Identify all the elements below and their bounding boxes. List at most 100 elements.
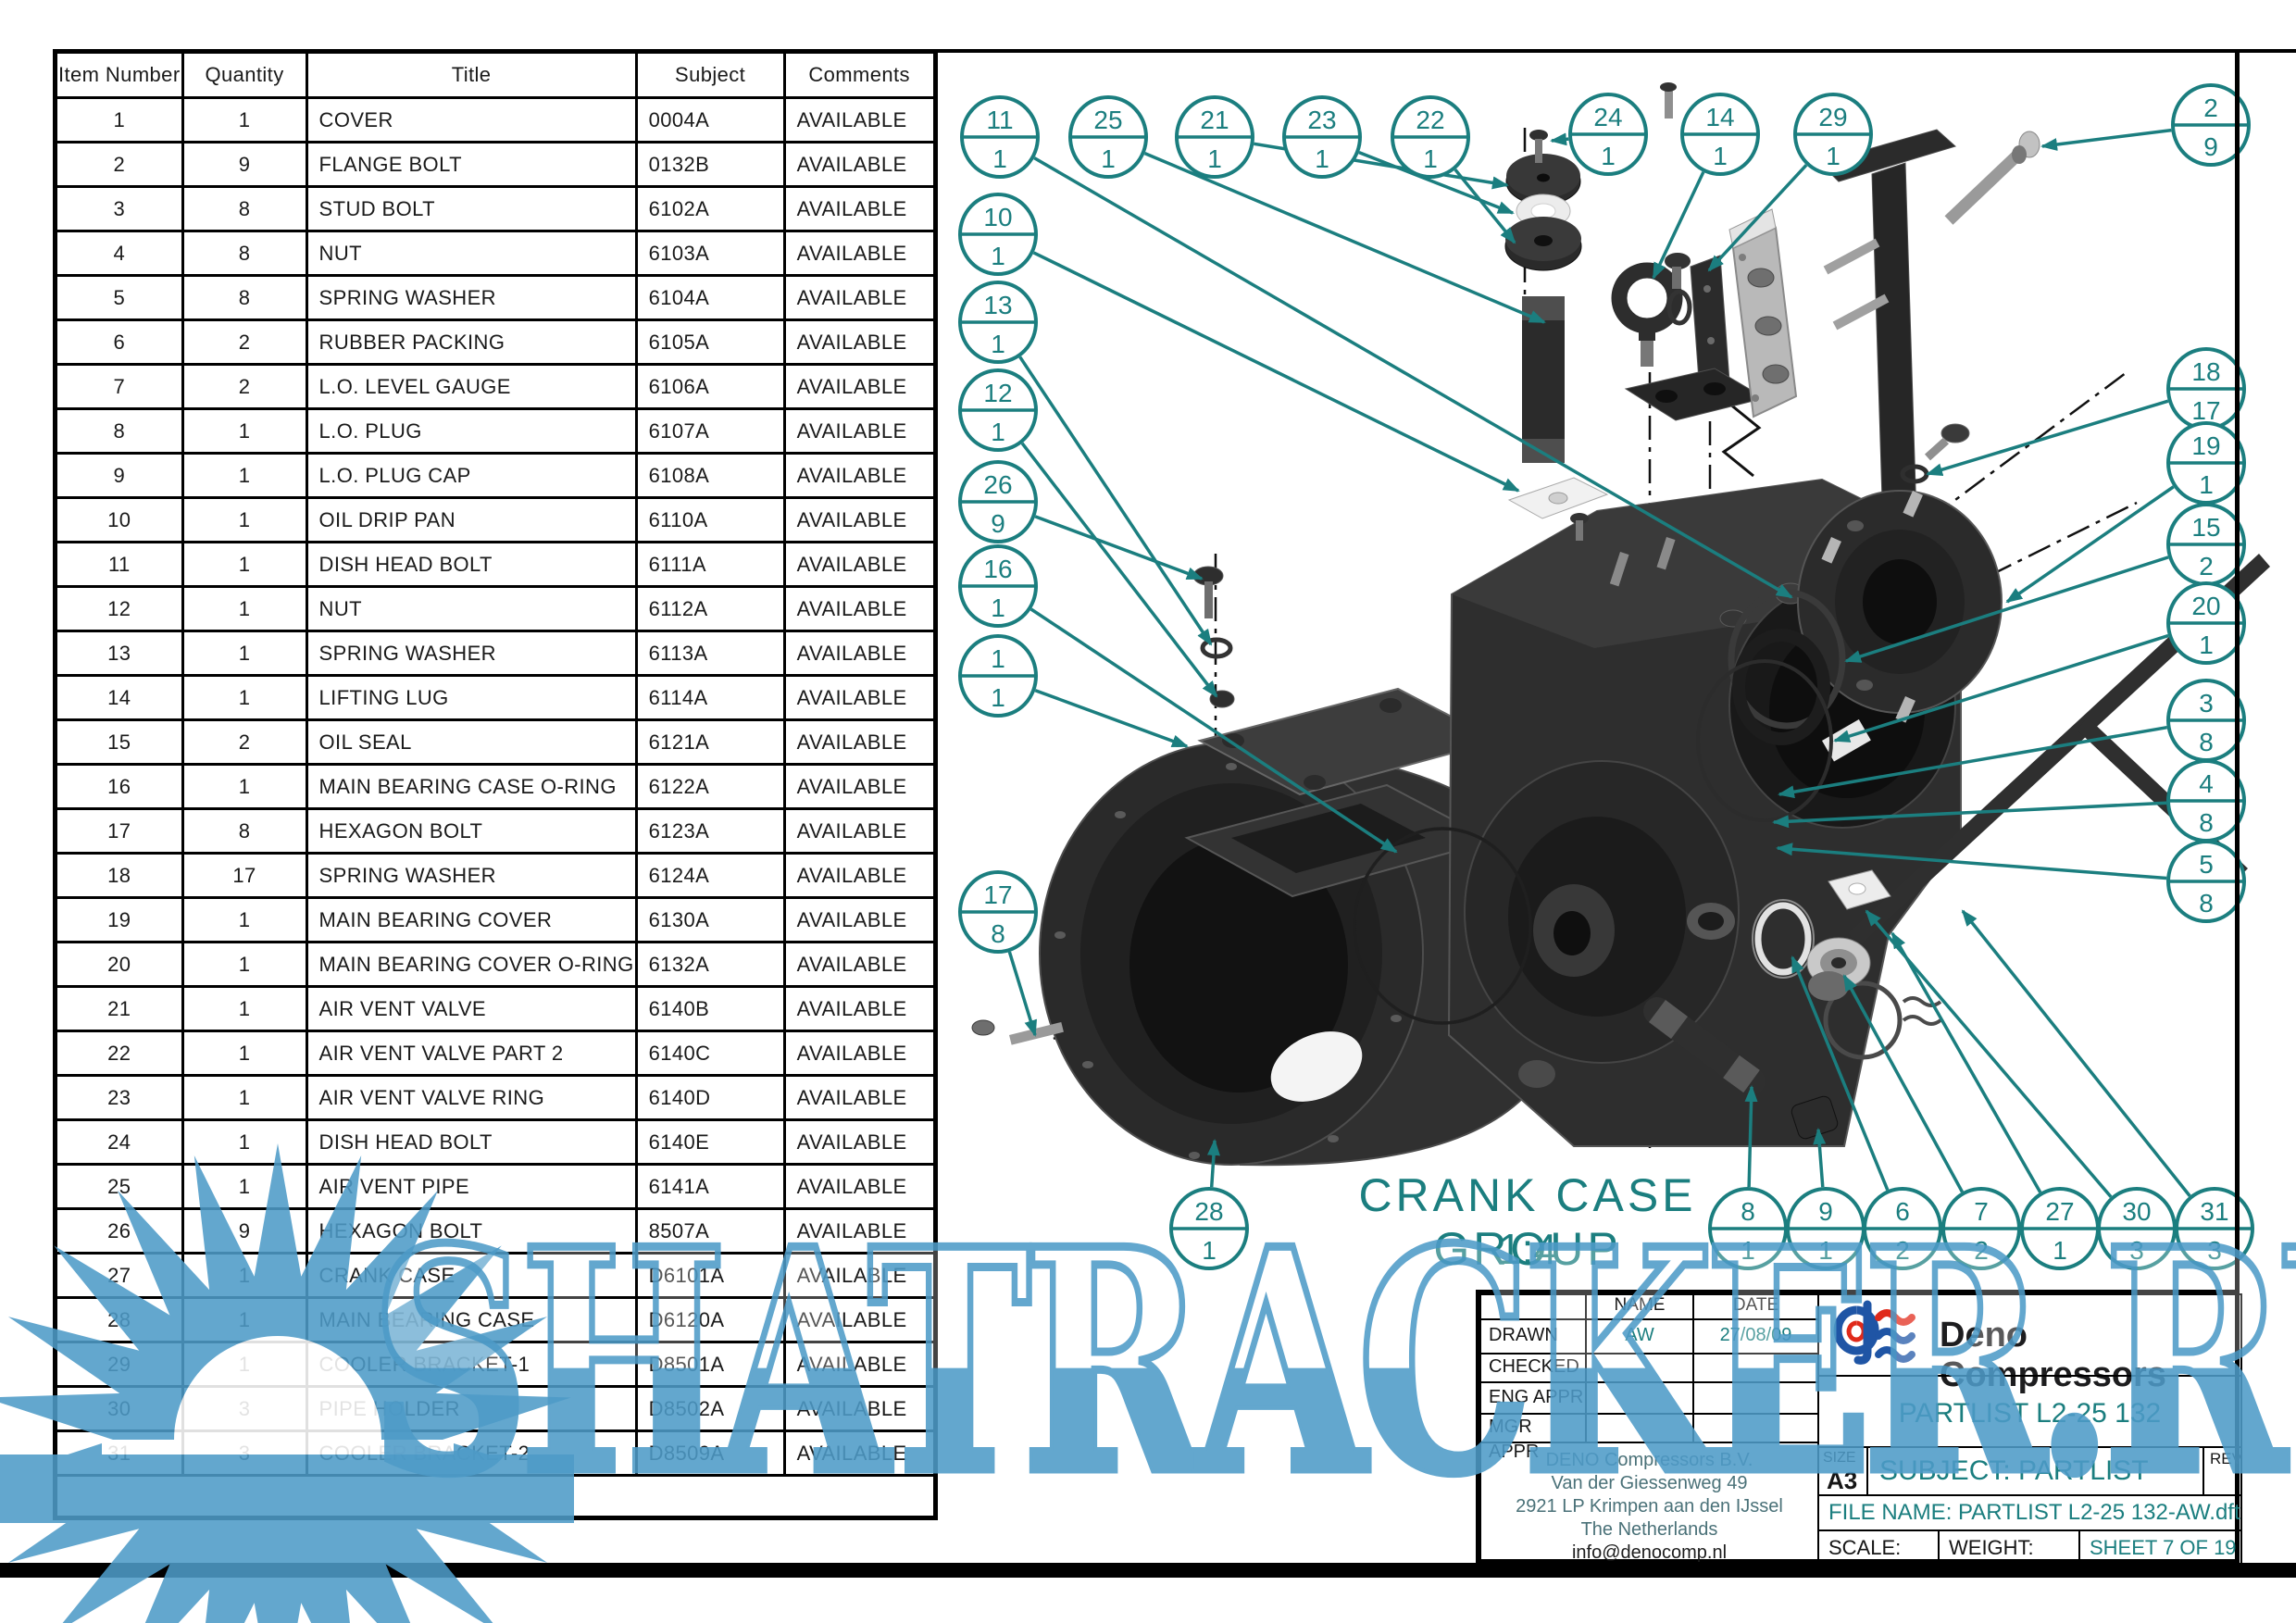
balloon-item-number: 30 [2122, 1197, 2151, 1226]
subject-cell: D8509A [634, 1429, 786, 1477]
part-flange-bolt [1944, 131, 2040, 225]
balloon-item-number: 21 [1200, 106, 1229, 134]
callout-balloon: 251 [1068, 95, 1148, 179]
leader-line [1744, 1085, 1758, 1188]
subject-cell: 8507A [634, 1207, 786, 1255]
leader-line [1776, 843, 2167, 880]
approval-date: 27/08/09 [1692, 1318, 1819, 1355]
leader-line [1890, 931, 2042, 1193]
quantity-cell: 1 [181, 452, 308, 499]
callout-balloon: 211 [1175, 95, 1254, 179]
title-cell: NUT [305, 230, 638, 277]
balloon-item-number: 1 [991, 644, 1005, 673]
balloon-item-number: 23 [1307, 106, 1336, 134]
title-cell: L.O. PLUG [305, 407, 638, 455]
balloon-item-number: 9 [1818, 1197, 1833, 1226]
callout-balloon: 121 [958, 368, 1038, 452]
balloon-quantity: 1 [1202, 1236, 1217, 1265]
quantity-cell: 1 [181, 585, 308, 632]
quantity-cell: 1 [181, 630, 308, 677]
subject-cell: 0004A [634, 96, 786, 144]
balloon-quantity: 1 [1826, 142, 1841, 170]
item-number-cell: 5 [54, 274, 184, 321]
item-number-cell: 1 [54, 96, 184, 144]
title-cell: HEXAGON BOLT [305, 807, 638, 855]
comments-cell: AVAILABLE [782, 1163, 937, 1210]
balloon-item-number: 31 [2200, 1197, 2228, 1226]
callout-balloon: 152 [2166, 503, 2246, 586]
callout-balloon: 201 [2166, 581, 2246, 665]
part-dish-head-bolt-top [1529, 82, 1677, 163]
balloon-item-number: 7 [1974, 1197, 1989, 1226]
item-number-cell: 9 [54, 452, 184, 499]
leader-line [1020, 442, 1218, 698]
callout-balloon: 72 [1941, 1187, 2021, 1270]
callout-balloon: 58 [2166, 840, 2246, 923]
comments-cell: AVAILABLE [782, 96, 937, 144]
title-cell: DISH HEAD BOLT [305, 541, 638, 588]
leader-line [1034, 515, 1204, 581]
balloon-quantity: 8 [2199, 889, 2214, 918]
comments-cell: AVAILABLE [782, 852, 937, 899]
comments-cell: AVAILABLE [782, 985, 937, 1032]
approval-label: ENG APPR [1479, 1381, 1587, 1415]
comments-cell: AVAILABLE [782, 718, 937, 766]
comments-cell: AVAILABLE [782, 807, 937, 855]
balloon-quantity: 1 [1601, 142, 1616, 170]
subject-cell: 6111A [634, 541, 786, 588]
item-number-cell: 4 [54, 230, 184, 277]
address-line: 2921 LP Krimpen aan den IJssel [1516, 1496, 1783, 1517]
balloon-quantity: 2 [1895, 1236, 1910, 1265]
balloon-quantity: 1 [2199, 630, 2214, 659]
leader-line [1791, 955, 1890, 1191]
balloon-item-number: 24 [1593, 103, 1622, 131]
frame-right-line [2235, 49, 2240, 1578]
balloon-item-number: 12 [983, 379, 1012, 407]
item-number-cell: 7 [54, 363, 184, 410]
title-cell: AIR VENT VALVE [305, 985, 638, 1032]
item-number-cell: 16 [54, 763, 184, 810]
subject-cell: D6120A [634, 1296, 786, 1343]
subject-cell: 6121A [634, 718, 786, 766]
rev-cell: REV [2202, 1446, 2242, 1496]
item-number-cell: 21 [54, 985, 184, 1032]
balloon-quantity: 1 [991, 418, 1005, 446]
balloon-item-number: 13 [983, 291, 1012, 319]
scale-cell: SCALE: [1817, 1529, 1940, 1567]
title-cell: L.O. PLUG CAP [305, 452, 638, 499]
view-scale: 1:4 [1498, 1225, 1557, 1273]
balloon-quantity: 1 [1713, 142, 1728, 170]
subject-cell: 6107A [634, 407, 786, 455]
callout-balloon: 281 [1169, 1187, 1249, 1270]
part-main-bearing-case-o-ring [1353, 827, 1532, 1025]
quantity-cell: 1 [181, 763, 308, 810]
item-number-cell: 20 [54, 941, 184, 988]
part-air-vent-valve-stack [1504, 154, 1582, 463]
sheet-cell: SHEET 7 OF 19 [2078, 1529, 2242, 1567]
subject-cell: D8501A [634, 1341, 786, 1388]
leader-line [1842, 974, 1965, 1193]
address-line: DENO Compressors B.V. [1545, 1450, 1753, 1470]
comments-cell: AVAILABLE [782, 541, 937, 588]
part-lifting-lug [1611, 253, 1692, 367]
subject-cell: 6140B [634, 985, 786, 1032]
leader-line [1143, 151, 1546, 324]
comments-cell: AVAILABLE [782, 585, 937, 632]
title-cell: SPRING WASHER [305, 274, 638, 321]
callout-balloon: 221 [1391, 95, 1470, 179]
subject-cell: 6103A [634, 230, 786, 277]
balloon-quantity: 3 [2129, 1236, 2144, 1265]
quantity-cell: 8 [181, 274, 308, 321]
leader-line [1358, 151, 1515, 215]
leader-line [2040, 128, 2172, 151]
